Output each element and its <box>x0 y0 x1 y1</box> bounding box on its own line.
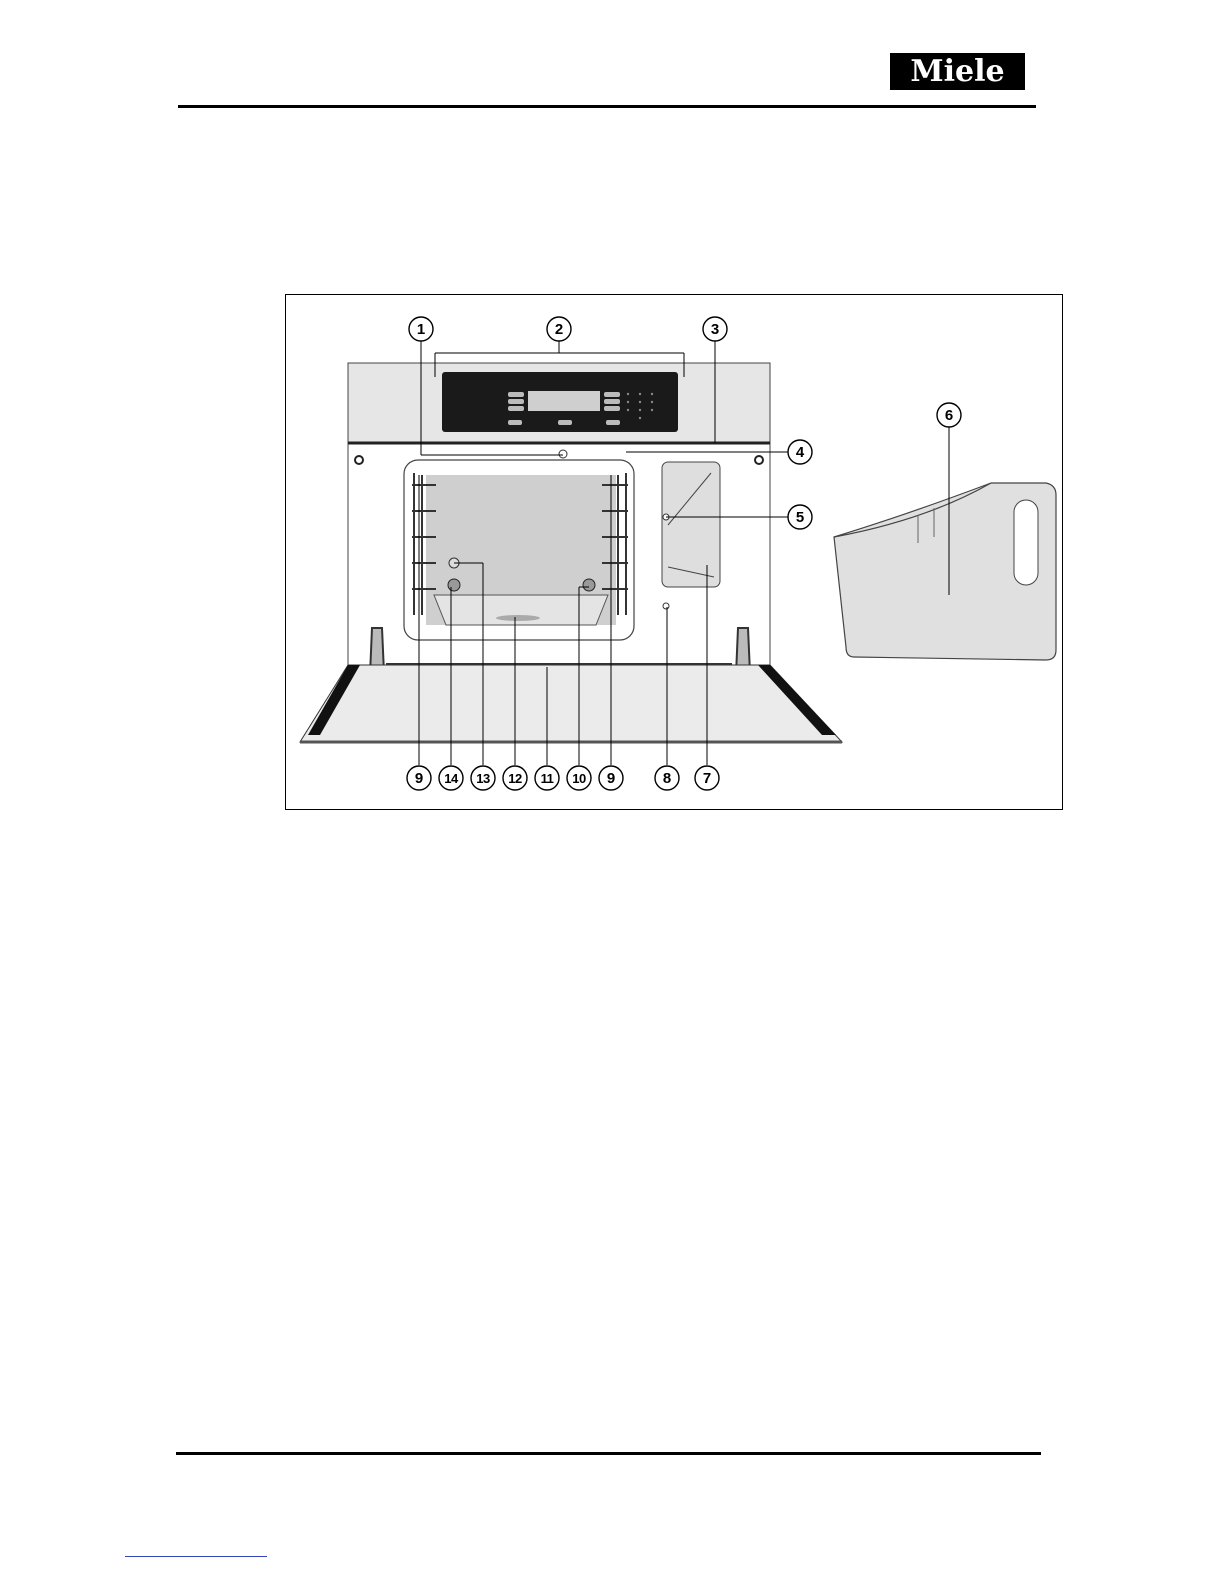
callout-label: 6 <box>945 407 953 424</box>
callout-label: 3 <box>711 321 719 338</box>
footer-rule <box>176 1452 1041 1455</box>
callout-10: 10 <box>567 766 591 790</box>
callout-label: 1 <box>417 321 425 338</box>
appliance-figure: 1 2 3 4 5 6 9 14 13 12 11 10 9 8 7 <box>285 294 1063 810</box>
callout-11: 11 <box>535 766 559 790</box>
callout-7: 7 <box>695 766 719 790</box>
oven-door <box>300 664 842 742</box>
callout-label: 9 <box>415 770 423 787</box>
callout-4: 4 <box>788 440 812 464</box>
header-rule <box>178 105 1036 108</box>
callout-9-left: 9 <box>407 766 431 790</box>
callout-14: 14 <box>439 766 463 790</box>
footer-link-underline[interactable] <box>125 1556 267 1557</box>
callout-label: 7 <box>703 770 711 787</box>
callout-label: 9 <box>607 770 615 787</box>
water-container <box>834 483 1056 660</box>
control-panel <box>348 363 770 443</box>
callout-label: 4 <box>796 444 805 461</box>
callout-label: 10 <box>572 771 586 786</box>
callout-12: 12 <box>503 766 527 790</box>
callout-label: 11 <box>541 771 554 786</box>
callout-3: 3 <box>703 317 727 341</box>
callout-label: 2 <box>555 321 563 338</box>
callout-label: 5 <box>796 509 804 526</box>
callout-5: 5 <box>788 505 812 529</box>
callout-2: 2 <box>547 317 571 341</box>
callout-label: 12 <box>508 771 522 786</box>
miele-logo: Miele <box>890 53 1025 90</box>
brand-wordmark: Miele <box>910 57 1004 87</box>
callout-label: 14 <box>444 771 459 786</box>
callout-label: 8 <box>663 770 671 787</box>
callout-9-right: 9 <box>599 766 623 790</box>
oven-cavity <box>404 450 634 640</box>
steam-oven-illustration: 1 2 3 4 5 6 9 14 13 12 11 10 9 8 7 <box>286 295 1064 811</box>
callout-6: 6 <box>937 403 961 427</box>
water-container-compartment <box>662 462 720 609</box>
callout-13: 13 <box>471 766 495 790</box>
callout-8: 8 <box>655 766 679 790</box>
callout-label: 13 <box>476 771 490 786</box>
callout-1: 1 <box>409 317 433 341</box>
